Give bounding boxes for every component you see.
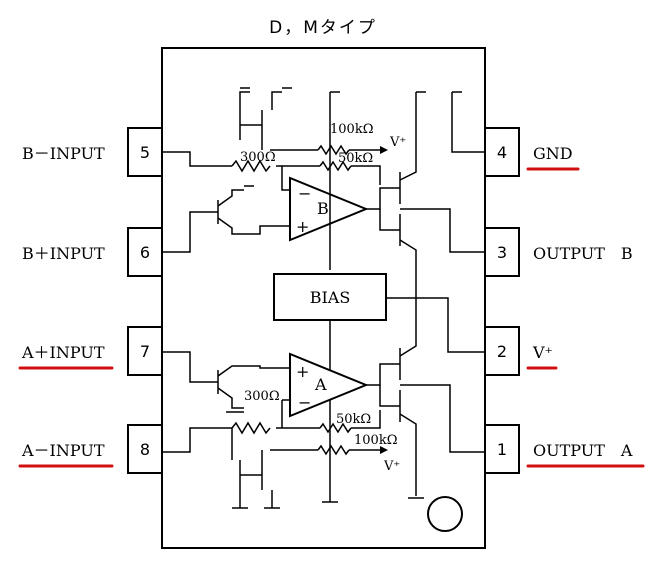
pin-number-6: 6: [140, 243, 150, 262]
pin-label-6: B＋INPUT: [22, 244, 105, 263]
arrow-vplus-a: [380, 446, 388, 454]
wire-gnd-pin4: [451, 92, 485, 153]
wire-b-out3: [399, 170, 417, 181]
wire-b-out1: [366, 187, 400, 210]
wire-b-out4: [399, 239, 417, 298]
opamp-a-plus: +: [296, 362, 309, 381]
resistor-100k-b: [317, 144, 350, 156]
pin-number-2: 2: [497, 342, 507, 361]
opamp-b-minus: −: [298, 184, 311, 203]
pin-label-7: A＋INPUT: [21, 343, 105, 362]
pin-box-5: [127, 127, 163, 177]
arrow-vplus-b: [380, 146, 388, 154]
opamp-a-minus: −: [298, 393, 311, 412]
pin-number-7: 7: [140, 342, 150, 361]
label-vplus-bottom: V⁺: [383, 459, 400, 474]
wire-output-b: [400, 208, 485, 253]
wire-b-plus: [217, 217, 290, 235]
label-100k-b: 100kΩ: [330, 122, 373, 137]
wire-fb-a2: [351, 410, 381, 429]
ground-b1: [239, 91, 250, 110]
resistor-50k-b: [319, 160, 352, 172]
pin-box-1: [484, 424, 520, 474]
wire-a-out2: [379, 385, 400, 407]
wire-b-out2: [379, 209, 400, 231]
wire-pin6: [162, 211, 218, 253]
wire-b-minus: [276, 165, 290, 191]
resistor-300-a: [231, 421, 271, 435]
wire-a-out1: [366, 363, 400, 386]
ic-package-outline: [161, 47, 486, 549]
wire-pin7: [162, 351, 218, 383]
bias-label: BIAS: [310, 288, 351, 307]
label-50k-b: 50kΩ: [338, 151, 373, 166]
pin-label-8: A－INPUT: [21, 441, 105, 460]
opamp-a: [289, 352, 369, 418]
pin-box-2: [484, 326, 520, 376]
wire-vplus-pin2: [416, 297, 485, 353]
wire-b-tr-c: [217, 189, 244, 207]
diagram-title: D，Mタイプ: [269, 18, 377, 38]
pin-number-1: 1: [497, 440, 507, 459]
wire-a-out4: [399, 413, 417, 496]
wire-pin8: [162, 427, 232, 453]
label-100k-a: 100kΩ: [354, 433, 397, 448]
label-300-a: 300Ω: [244, 389, 280, 404]
wire-fb-b2: [351, 165, 381, 185]
label-vplus-top: V⁺: [389, 135, 406, 150]
opamp-b: [289, 176, 369, 242]
wire-output-a: [400, 384, 485, 453]
opamp-a-name: A: [314, 375, 327, 394]
resistor-300-b: [231, 159, 271, 173]
pin-box-8: [127, 424, 163, 474]
pin-label-5: B－INPUT: [22, 144, 105, 163]
pin-number-3: 3: [497, 243, 507, 262]
pin-label-4: GND: [533, 144, 573, 163]
opamp-b-name: B: [317, 199, 329, 218]
pin-label-1: OUTPUT A: [533, 441, 633, 460]
ground-b2: [271, 91, 282, 110]
pin-label-3: OUTPUT B: [533, 244, 633, 263]
wire-a-out3: [399, 298, 417, 357]
wire-pin5: [162, 151, 232, 167]
opamp-b-plus: +: [296, 217, 309, 236]
pin1-marker-circle: [427, 496, 463, 532]
label-300-b: 300Ω: [240, 150, 276, 165]
pin-number-4: 4: [497, 143, 507, 162]
pin-box-6: [127, 227, 163, 277]
wire-a-tr-e: [217, 387, 244, 409]
resistor-100k-a: [317, 444, 350, 456]
resistor-50k-a: [319, 422, 352, 434]
pin-label-2: V⁺: [532, 343, 553, 362]
pin-number-8: 8: [140, 440, 150, 459]
label-50k-a: 50kΩ: [336, 412, 371, 427]
pin-number-5: 5: [140, 143, 150, 162]
wire-a-plus: [217, 365, 290, 377]
pin-box-7: [127, 326, 163, 376]
